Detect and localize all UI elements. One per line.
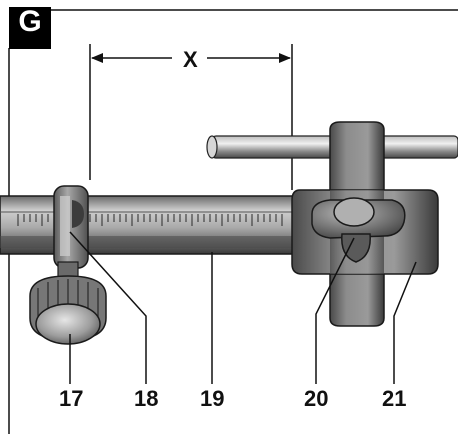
figure-letter: G [18,5,42,38]
dimension-label: X [183,47,198,72]
leader-lines [69,231,417,384]
scale-ticks [17,214,283,226]
leader-21 [393,261,417,384]
callout-18: 18 [134,386,159,411]
figure-badge [9,7,51,49]
leader-18 [69,231,147,384]
callout-21: 21 [382,386,407,411]
dimension-arrowhead-right [279,53,291,63]
dimension-arrowhead-left [91,53,103,63]
callout-20: 20 [304,386,329,411]
lock-knob [29,275,107,345]
callout-17: 17 [59,386,84,411]
leader-20 [315,237,355,384]
callout-19: 19 [200,386,225,411]
slide-ring [53,185,89,269]
